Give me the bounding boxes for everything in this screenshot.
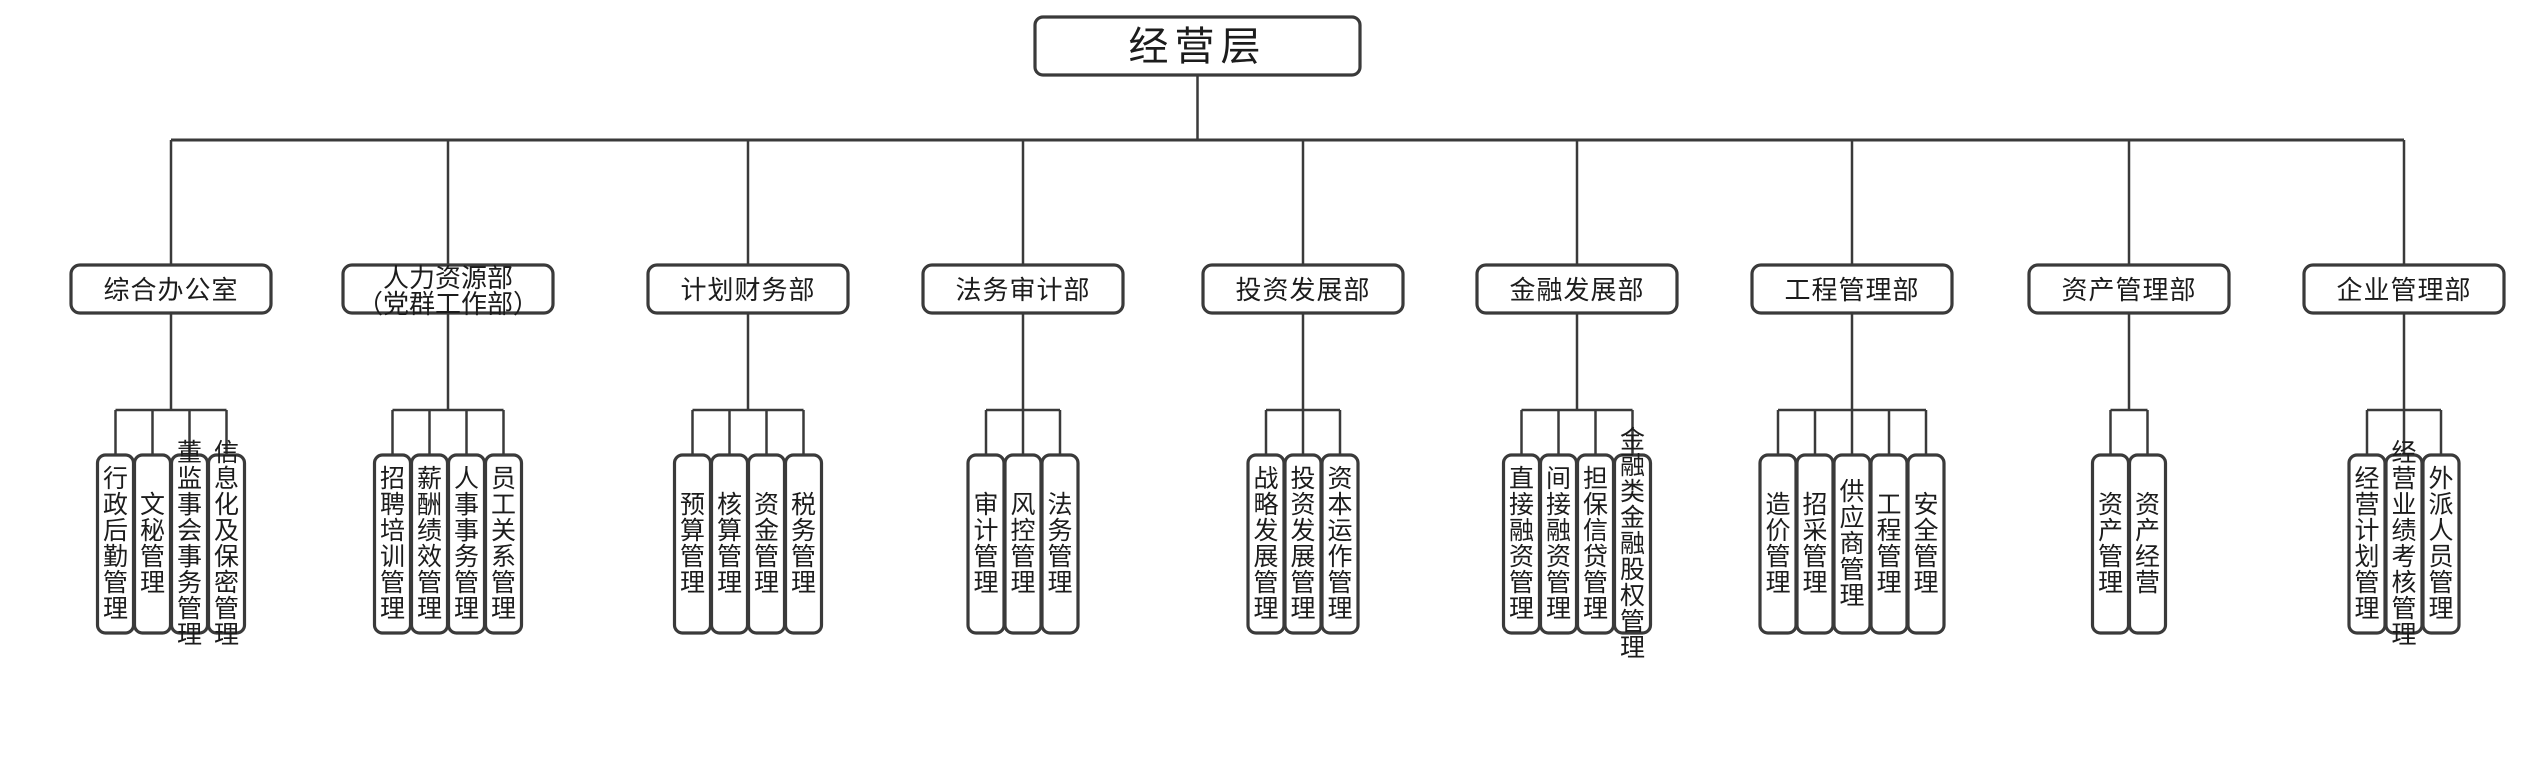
leaf-node-label-8-1: 经营业绩考核管理 — [2391, 439, 2416, 649]
leaf-node-label-5-0: 直接融资管理 — [1509, 465, 1534, 623]
leaf-node-label-6-0: 造价管理 — [1765, 491, 1790, 597]
leaf-node-label-8-2: 外派人员管理 — [2428, 465, 2453, 623]
leaf-node-label-1-1: 薪酬绩效管理 — [417, 465, 442, 623]
root-node-label: 经营层 — [1129, 25, 1267, 69]
department-label-8: 企业管理部 — [2336, 275, 2471, 305]
leaf-node-0-3[interactable] — [206, 453, 247, 635]
leaf-node-label-0-1: 文秘管理 — [140, 491, 165, 597]
leaf-node-label-6-4: 安全管理 — [1913, 491, 1938, 597]
leaf-node-label-6-1: 招采管理 — [1802, 491, 1827, 597]
leaf-node-label-0-2: 董监事会事务管理 — [177, 439, 202, 649]
leaf-node-label-7-0: 资产管理 — [2098, 491, 2123, 597]
leaf-node-label-0-3: 信息化及保密管理 — [214, 439, 239, 649]
department-label-6: 工程管理部 — [1784, 275, 1919, 305]
leaf-node-label-5-1: 间接融资管理 — [1546, 465, 1571, 623]
leaf-node-2-3[interactable] — [783, 453, 824, 635]
leaf-node-label-5-2: 担保信贷管理 — [1583, 465, 1608, 623]
department-label-7: 资产管理部 — [2061, 275, 2196, 305]
department-label-4: 投资发展部 — [1235, 275, 1370, 305]
department-label-1-line1: 人力资源部 — [383, 263, 513, 293]
leaf-node-label-5-3: 金融类金融股权管理 — [1620, 426, 1645, 662]
leaf-node-label-2-3: 税务管理 — [791, 491, 816, 597]
leaf-node-4-2[interactable] — [1320, 453, 1360, 635]
leaf-node-label-2-0: 预算管理 — [680, 491, 705, 597]
department-label-2: 计划财务部 — [680, 275, 815, 305]
leaf-node-label-3-0: 审计管理 — [973, 491, 998, 597]
leaf-node-label-6-3: 工程管理 — [1876, 491, 1901, 597]
department-label-5: 金融发展部 — [1509, 275, 1644, 305]
leaf-node-1-3[interactable] — [483, 453, 524, 635]
leaf-node-label-4-0: 战略发展管理 — [1253, 465, 1278, 623]
leaf-node-7-1[interactable] — [2127, 453, 2168, 635]
leaf-node-label-6-2: 供应商管理 — [1839, 478, 1864, 610]
department-label-0: 综合办公室 — [103, 275, 238, 305]
department-label-3: 法务审计部 — [955, 275, 1090, 305]
leaf-node-5-3[interactable] — [1612, 453, 1653, 635]
leaf-node-label-1-3: 员工关系管理 — [491, 465, 516, 623]
leaf-node-label-1-2: 人事事务管理 — [454, 465, 479, 623]
leaf-node-label-7-1: 资产经营 — [2135, 491, 2160, 597]
leaf-node-label-4-2: 资本运作管理 — [1327, 465, 1352, 623]
leaf-node-label-8-0: 经营计划管理 — [2354, 465, 2379, 623]
leaf-node-label-4-1: 投资发展管理 — [1290, 465, 1315, 623]
leaf-node-8-2[interactable] — [2421, 453, 2461, 635]
leaf-node-label-0-0: 行政后勤管理 — [103, 465, 128, 623]
leaf-node-label-3-2: 法务管理 — [1047, 491, 1072, 597]
leaf-node-label-1-0: 招聘培训管理 — [380, 465, 405, 623]
leaf-node-label-2-1: 核算管理 — [717, 491, 742, 597]
leaf-node-label-2-2: 资金管理 — [754, 491, 779, 597]
leaf-node-label-3-1: 风控管理 — [1010, 491, 1035, 597]
leaf-node-6-4[interactable] — [1906, 453, 1946, 635]
leaf-node-3-2[interactable] — [1040, 453, 1080, 635]
